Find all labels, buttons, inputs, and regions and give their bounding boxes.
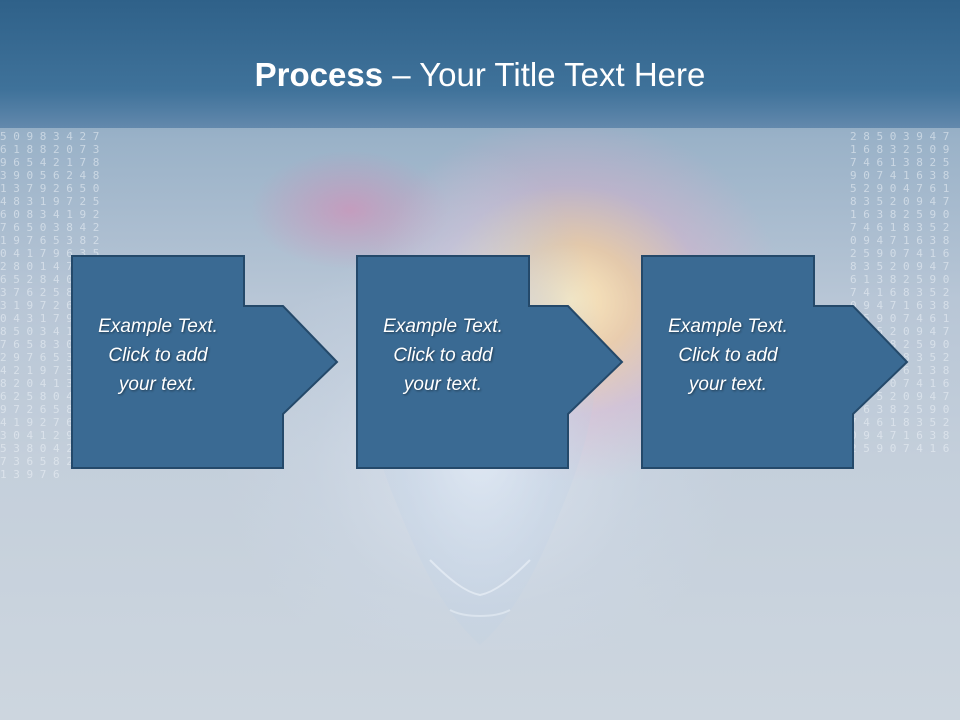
arrow-box-shape [71,255,339,469]
title-bar: Process – Your Title Text Here [0,0,960,128]
title-bold: Process [254,56,384,93]
step-2-text[interactable]: Example Text. Click to add your text. [383,316,503,395]
process-step-3[interactable]: Example Text. Click to add your text. [641,255,909,469]
title-rest: – Your Title Text Here [383,56,706,93]
pink-glow [250,150,450,270]
process-step-1[interactable]: Example Text. Click to add your text. [71,255,339,469]
step-3-text[interactable]: Example Text. Click to add your text. [668,316,788,395]
process-step-2[interactable]: Example Text. Click to add your text. [356,255,624,469]
arrow-box-shape [356,255,624,469]
digit-rain-right: 2 8 5 0 3 9 4 7 1 6 8 3 2 5 0 9 7 4 6 1 … [850,130,950,455]
arrow-box-shape [641,255,909,469]
step-1-text[interactable]: Example Text. Click to add your text. [98,316,218,395]
slide-title[interactable]: Process – Your Title Text Here [0,52,960,98]
